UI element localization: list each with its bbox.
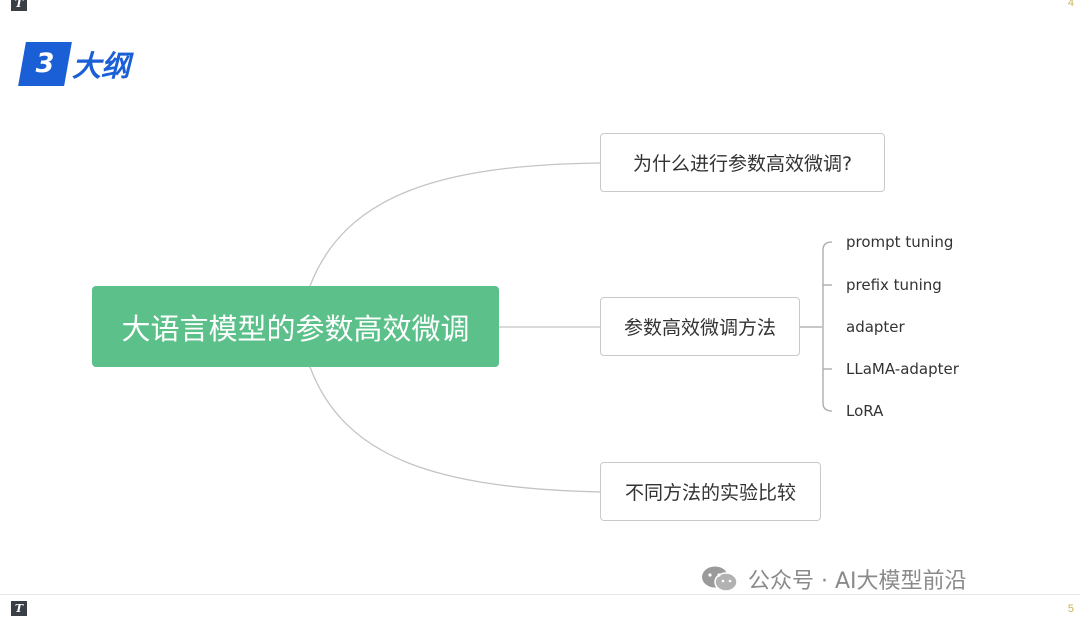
footer-logo-icon: T (11, 601, 27, 616)
leaf-bracket (822, 241, 833, 412)
bottom-page-number: 5 (1067, 603, 1074, 615)
wechat-icon (702, 566, 738, 592)
slide-divider (0, 594, 1080, 595)
branch-node-methods: 参数高效微调方法 (600, 297, 800, 356)
section-number: 3 (35, 48, 55, 79)
section-title: 大纲 (72, 49, 131, 83)
watermark-text: 公众号 · AI大模型前沿 (748, 569, 967, 594)
leaf-adapter: adapter (846, 318, 905, 336)
connector-root-why (309, 162, 601, 287)
branch-node-why: 为什么进行参数高效微调? (600, 133, 885, 192)
connector-root-compare (309, 366, 601, 493)
leaf-prompt-tuning: prompt tuning (846, 233, 954, 251)
top-page-number: 4 (1067, 0, 1074, 9)
branch-node-compare: 不同方法的实验比较 (600, 462, 821, 521)
header-logo-icon: T (11, 0, 27, 11)
leaf-llama-adapter: LLaMA-adapter (846, 360, 959, 378)
watermark: 公众号 · AI大模型前沿 (700, 563, 967, 595)
leaf-prefix-tuning: prefix tuning (846, 276, 942, 294)
mindmap-root-node: 大语言模型的参数高效微调 (92, 286, 499, 367)
leaf-lora: LoRA (846, 402, 884, 420)
